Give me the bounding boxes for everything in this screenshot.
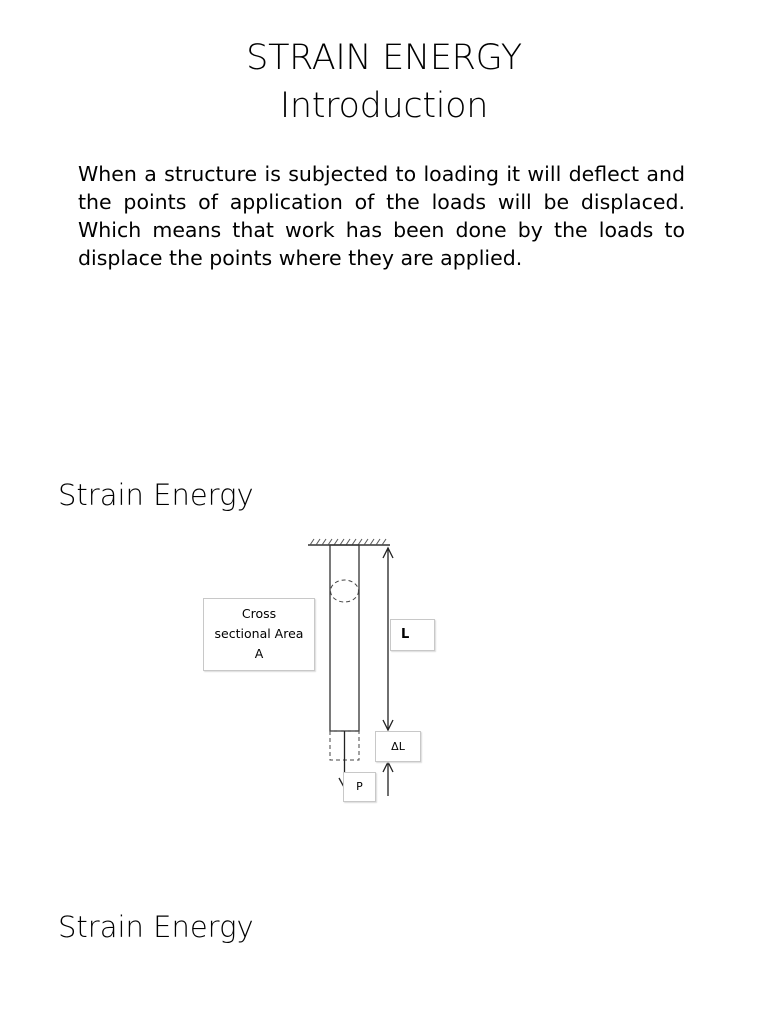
area-label-line: Cross [241,606,277,621]
area-label-line: sectional Area [214,626,304,641]
slide-introduction: STRAIN ENERGY Introduction When a struct… [0,0,768,430]
slide-title: STRAIN ENERGY [246,38,522,78]
cross-section-ellipse [330,579,359,603]
slide-strain-energy-diagram: Strain Energy [0,430,768,860]
length-label: L [390,619,435,651]
extension-label: ΔL [375,731,421,762]
slide-subtitle: Introduction [279,86,489,126]
bar-extension-diagram [308,538,400,796]
intro-paragraph: When a structure is subjected to loading… [78,162,685,270]
area-label-line: A [254,646,264,661]
slide-heading: Strain Energy [58,910,254,944]
length-dimension-arrow [382,546,394,732]
slide-heading: Strain Energy [58,478,254,512]
slide-strain-energy: Strain Energy [0,860,768,1024]
fixed-support [308,538,390,546]
load-label: P [343,772,376,802]
extension-arrow [382,760,394,796]
cross-section-area-label: Cross sectional Area A [203,598,315,671]
bar-body [329,544,360,732]
